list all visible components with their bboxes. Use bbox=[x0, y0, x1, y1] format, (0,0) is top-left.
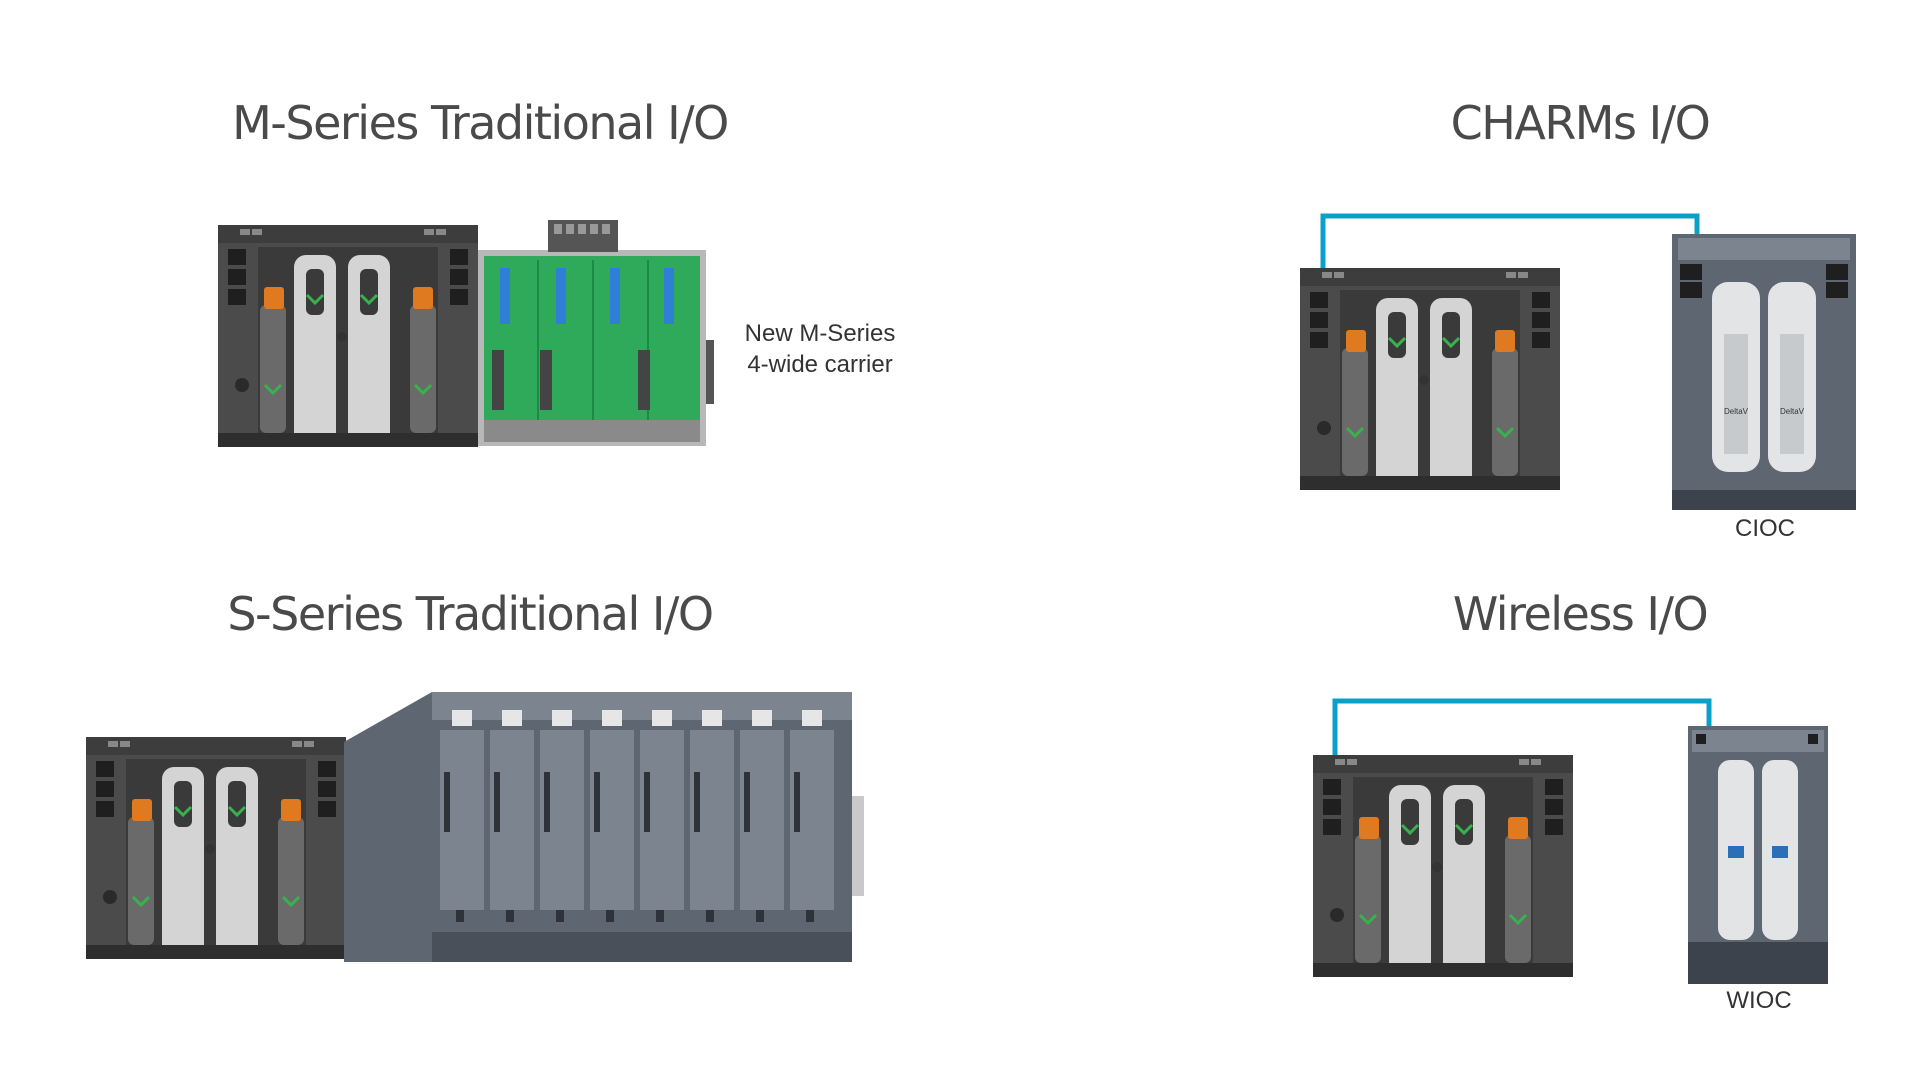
s-series-controller bbox=[86, 737, 348, 961]
s-series-carrier bbox=[344, 686, 864, 962]
carrier-caption: New M-Series 4-wide carrier bbox=[720, 318, 920, 380]
carrier-board-icon bbox=[478, 220, 714, 446]
controller-module-icon bbox=[218, 225, 480, 449]
charms-title: CHARMs I/O bbox=[1450, 96, 1711, 150]
controller-module-icon bbox=[1313, 755, 1575, 979]
ethernet-cable-icon bbox=[1332, 698, 1712, 763]
carrier-caption-line2: 4-wide carrier bbox=[747, 351, 893, 378]
cioc-brand-left: DeltaV bbox=[1724, 407, 1749, 416]
cioc-brand-right: DeltaV bbox=[1780, 407, 1805, 416]
s-series-carrier-icon bbox=[344, 692, 864, 962]
wioc-label: WIOC bbox=[1726, 987, 1792, 1014]
controller-module-icon bbox=[86, 737, 348, 961]
s-series-title: S-Series Traditional I/O bbox=[227, 587, 714, 641]
charms-controller bbox=[1300, 268, 1562, 492]
cioc-unit: DeltaV DeltaV bbox=[1672, 234, 1856, 510]
wireless-title: Wireless I/O bbox=[1452, 587, 1709, 641]
cioc-unit-icon: DeltaV DeltaV bbox=[1672, 234, 1856, 510]
controller-module-icon bbox=[1300, 268, 1562, 492]
wireless-controller bbox=[1313, 755, 1575, 979]
carrier-caption-line1: New M-Series bbox=[744, 320, 896, 347]
cioc-label: CIOC bbox=[1735, 515, 1795, 542]
wioc-unit bbox=[1688, 726, 1828, 984]
wioc-unit-icon bbox=[1688, 726, 1828, 984]
m-series-title: M-Series Traditional I/O bbox=[232, 96, 729, 150]
m-series-carrier bbox=[478, 220, 714, 446]
m-series-controller bbox=[218, 225, 480, 449]
